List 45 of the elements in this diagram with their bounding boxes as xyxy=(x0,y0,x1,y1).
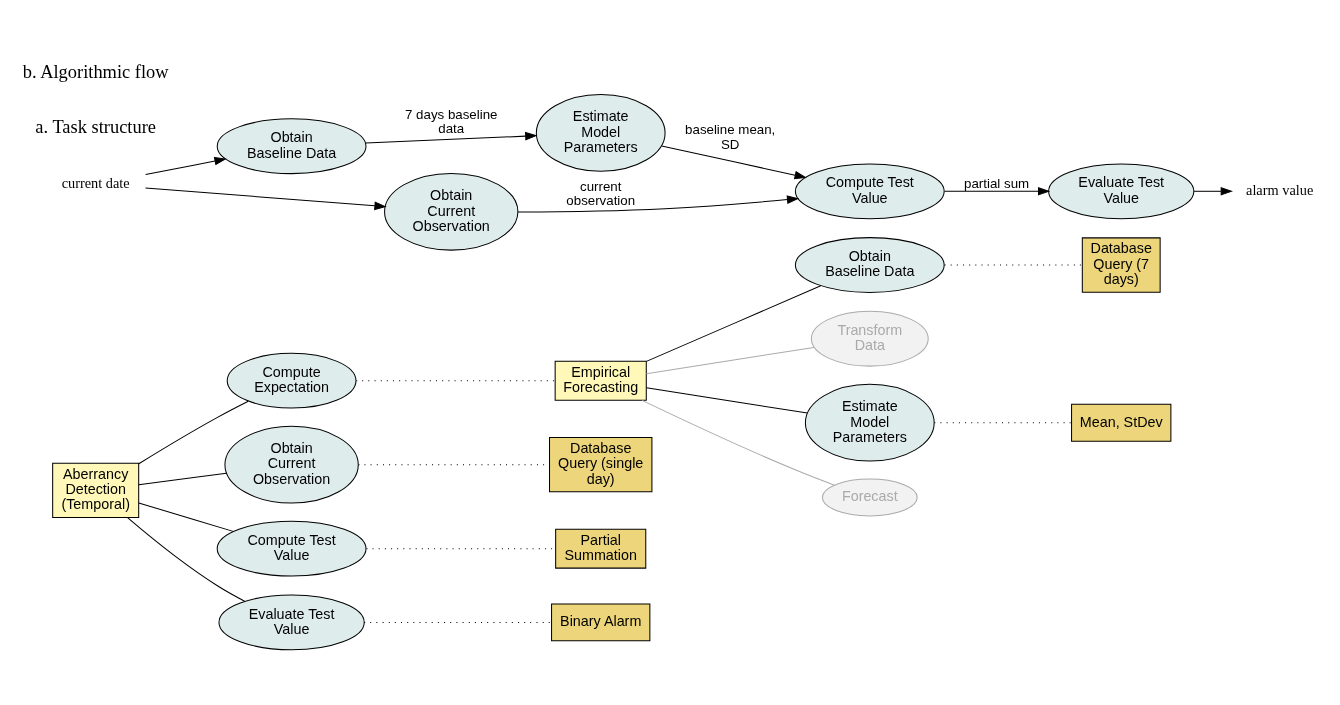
arrow xyxy=(661,145,807,180)
node-ellipse: Obtain Current Observation xyxy=(384,172,519,251)
node-text: current date xyxy=(61,174,130,191)
edge-label: baseline mean, SD xyxy=(685,122,776,152)
node-box: Mean, StDev xyxy=(1071,403,1172,442)
node-ellipse: Compute Test Value xyxy=(216,520,367,577)
connector xyxy=(366,548,556,550)
node-ellipse: Obtain Current Observation xyxy=(224,425,359,504)
node-ellipse: Estimate Model Parameters xyxy=(535,94,666,172)
node-text: alarm value xyxy=(1246,182,1314,199)
connector xyxy=(138,472,227,486)
connector xyxy=(645,387,808,414)
node-ellipse: Obtain Baseline Data xyxy=(216,118,367,175)
node-box: Partial Summation xyxy=(555,528,647,569)
connector xyxy=(645,285,822,362)
arrow xyxy=(1193,187,1233,196)
connector xyxy=(138,502,234,532)
node-ellipse: Evaluate Test Value xyxy=(218,594,365,651)
connector xyxy=(355,380,556,382)
label: a. Task structure xyxy=(35,117,156,138)
connector xyxy=(363,621,552,623)
connector xyxy=(641,399,835,486)
connector xyxy=(645,346,815,375)
node-box: Binary Alarm xyxy=(551,603,651,642)
label: b. Algorithmic flow xyxy=(22,62,169,83)
arrow xyxy=(517,195,800,213)
node-box: Empirical Forecasting xyxy=(554,360,647,401)
node-ellipse: Obtain Baseline Data xyxy=(794,237,945,293)
node-ellipse: Compute Expectation xyxy=(226,352,357,409)
node-ellipse: Estimate Model Parameters xyxy=(804,383,935,462)
edge-label: partial sum xyxy=(964,175,1030,191)
connector xyxy=(138,400,249,465)
node-ellipse: Forecast xyxy=(821,478,918,517)
arrow xyxy=(145,187,387,211)
arrow xyxy=(944,187,1051,196)
node-ellipse: Transform Data xyxy=(810,310,929,367)
arrow xyxy=(365,131,538,144)
connector xyxy=(127,517,246,602)
node-box: Aberrancy Detection (Temporal) xyxy=(52,462,140,518)
node-box: Database Query (7 days) xyxy=(1081,237,1161,293)
edge-label: 7 days baseline data xyxy=(405,106,498,137)
node-box: Database Query (single day) xyxy=(549,437,653,493)
node-ellipse: Evaluate Test Value xyxy=(1048,163,1195,220)
arrow xyxy=(145,156,227,176)
edge-label: current observation xyxy=(566,178,636,209)
